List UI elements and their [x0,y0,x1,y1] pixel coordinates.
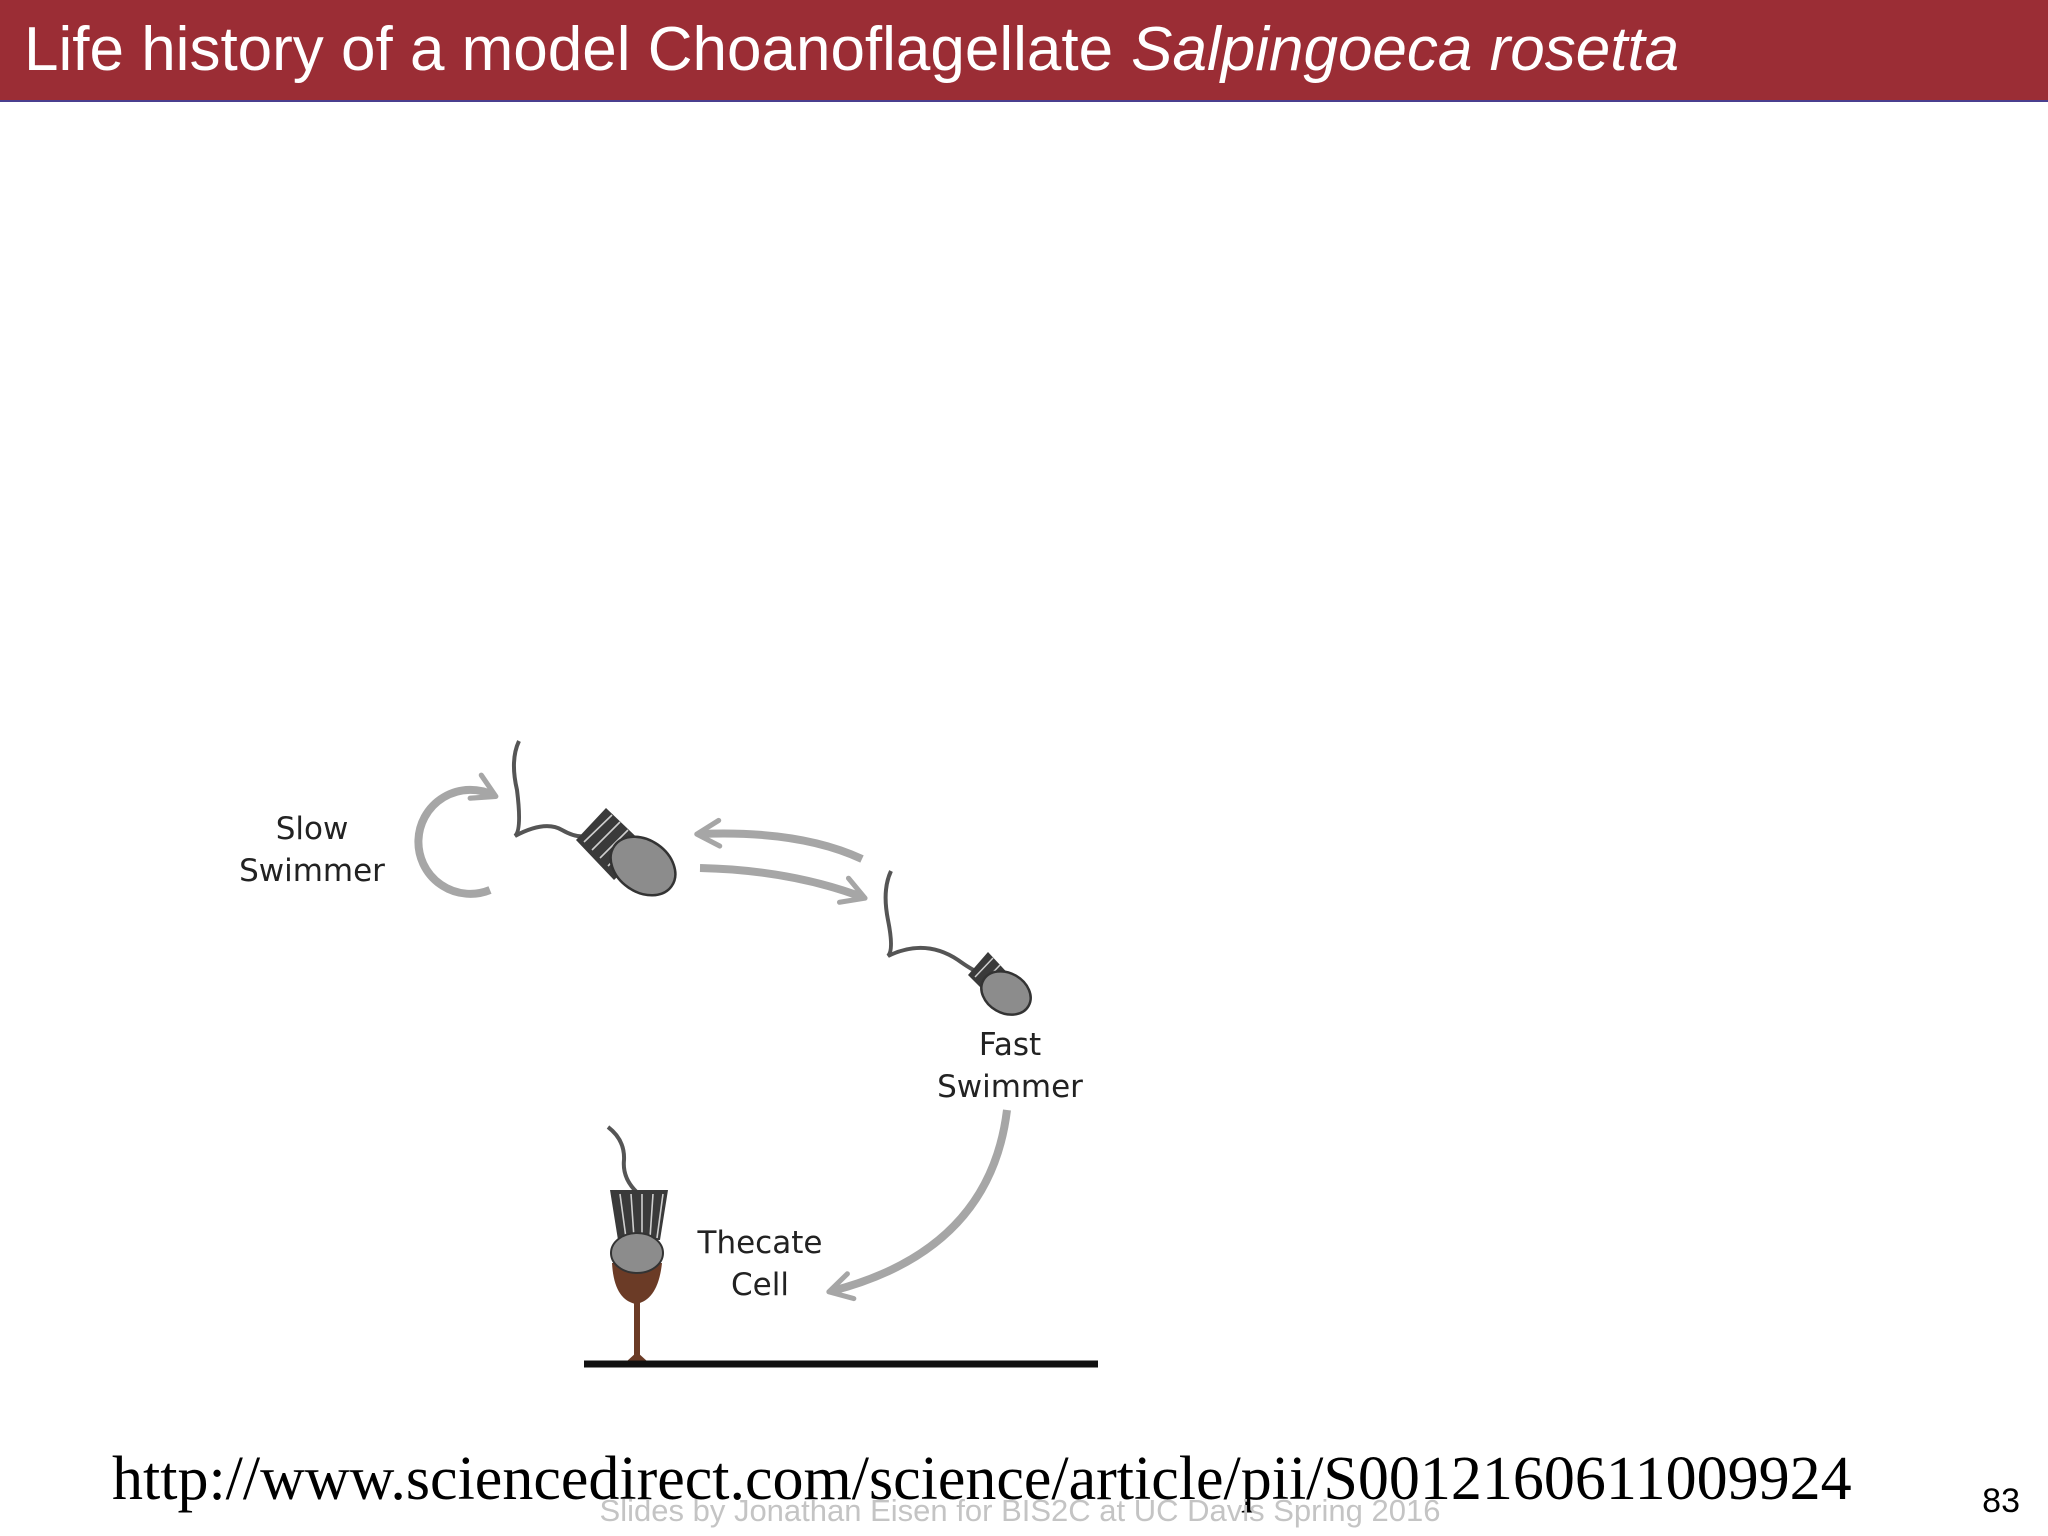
thecate-body [610,1232,664,1274]
title-species-name: Salpingoeca rosetta [1131,15,1680,84]
slide-title: Life history of a model Choanoflagellate… [0,0,2048,102]
slow-swimmer-body [609,835,677,897]
fast-swimmer-flagellum [883,870,979,974]
label-thecate-cell: Thecate Cell [697,1225,823,1303]
arrow-to-fast [699,864,868,905]
fast-swimmer-body [980,970,1032,1016]
thecate-flagellum [606,1125,642,1197]
label-slow-swimmer: Slow Swimmer [239,811,385,889]
slide-footer: Slides by Jonathan Eisen for BIS2C at UC… [599,1493,1441,1528]
label-fast-swimmer: Fast Swimmer [937,1027,1083,1105]
source-url: http://www.sciencedirect.com/science/art… [112,1445,1852,1513]
title-text: Life history of a model Choanoflagellate [24,15,1114,84]
page-number: 83 [1982,1482,2020,1520]
fast-swimmer-cell [883,870,1032,1016]
arrow-to-slow [694,817,864,863]
thecate-theca [612,1263,662,1304]
thecate-cell [606,1125,668,1362]
slow-swimmer-cell [512,740,677,897]
slow-swimmer-loop-arrow [414,772,499,898]
fast-to-thecate-arrow [826,1109,1011,1302]
slow-fast-transition-arrows [694,817,868,905]
slow-swimmer-flagellum [512,740,587,839]
